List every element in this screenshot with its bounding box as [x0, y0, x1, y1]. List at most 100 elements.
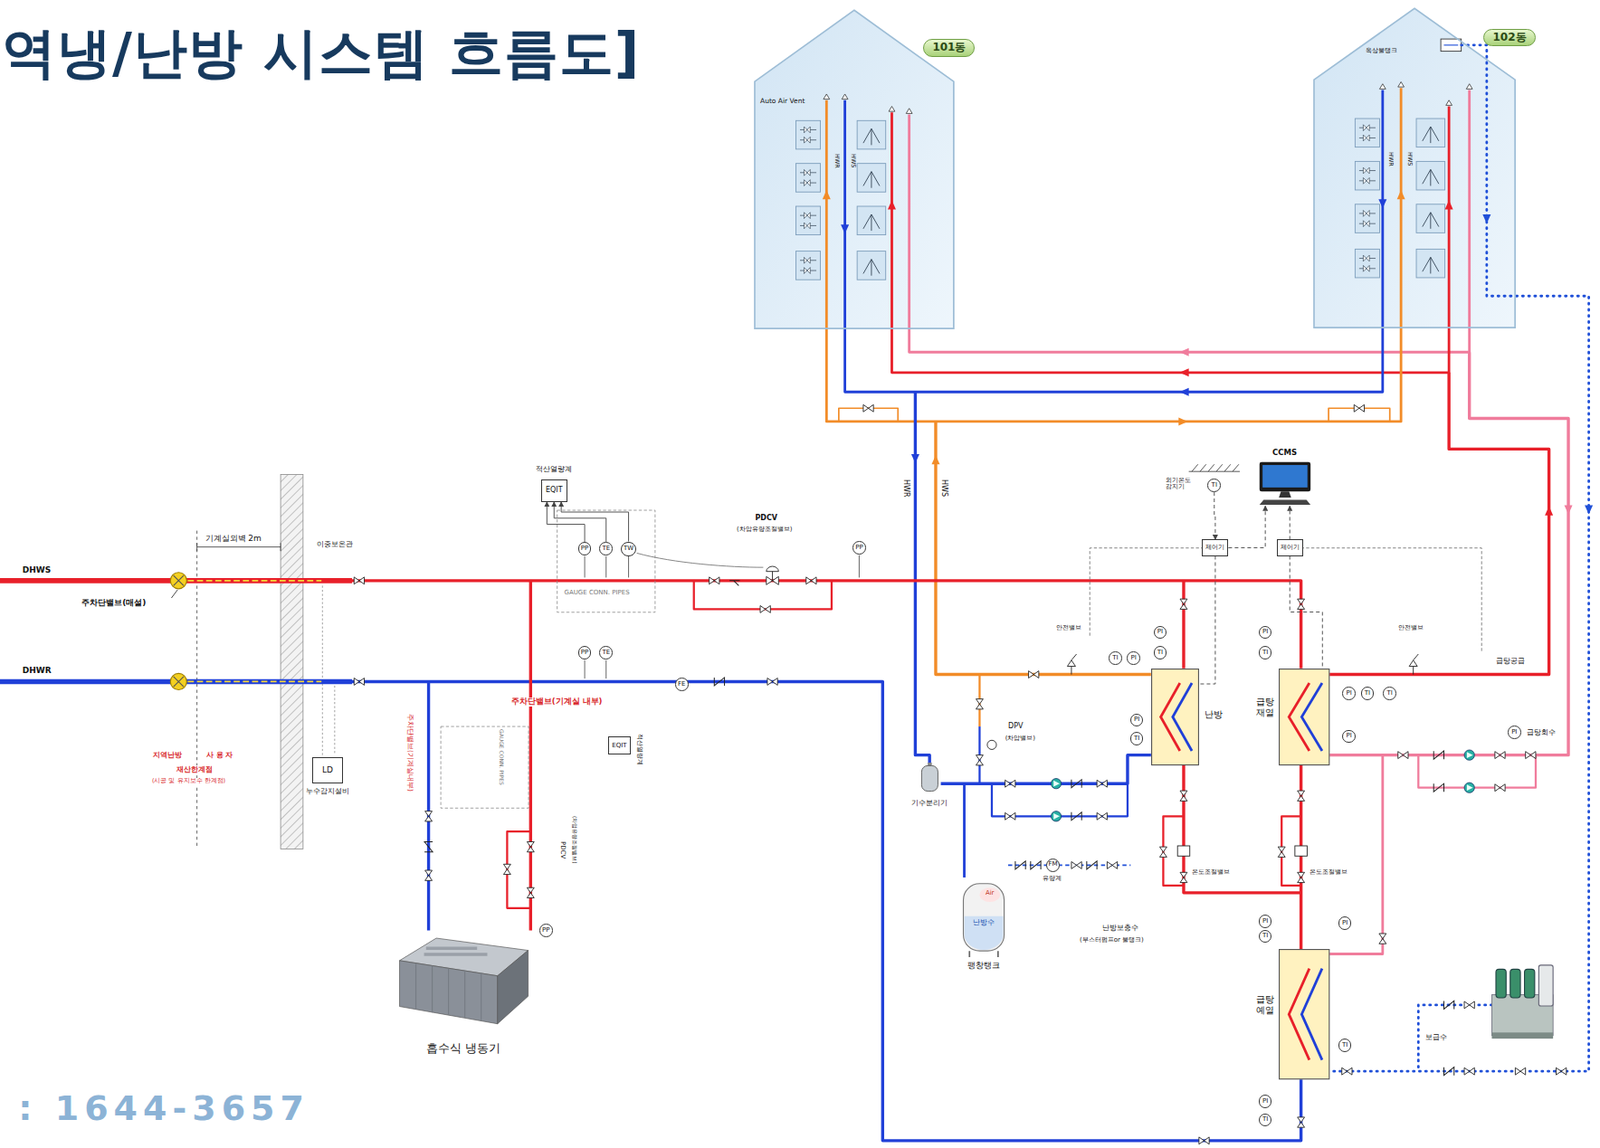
gauge-lines: [440, 464, 1240, 809]
flow-arrow: [1445, 200, 1454, 210]
building: 102동: [1314, 6, 1515, 329]
valve-symbol: [766, 566, 780, 585]
valve-symbol: [863, 404, 874, 412]
machine-room-wall: [322, 585, 335, 755]
expansion-tank-shape: [979, 887, 1000, 903]
valve-symbol: [806, 577, 817, 585]
pipe: [935, 421, 1152, 676]
gauge-lines: [1189, 464, 1240, 472]
heat-exchanger: 난방: [1151, 668, 1200, 766]
instrument-circle: TI: [1153, 646, 1168, 660]
instrument-circle: PP: [852, 541, 867, 555]
node-text: TI: [1262, 933, 1268, 940]
pipe: [694, 580, 832, 610]
valve-symbol: [1159, 847, 1167, 858]
instrument-circle: PI: [1126, 651, 1141, 666]
valve-symbol: [841, 94, 848, 100]
valve-symbol: [1464, 750, 1475, 761]
booster-pump-set: [1510, 969, 1521, 999]
instrument-circle: PI: [1258, 1095, 1273, 1109]
pipe: [1301, 548, 1483, 654]
instrument-circle: PI: [1258, 914, 1273, 929]
node-text: 제어기: [1205, 544, 1225, 552]
valve-symbol: [1180, 872, 1188, 883]
valve-symbol: [353, 678, 364, 686]
expansion-tank-shape: [969, 951, 999, 958]
valve-symbol: [1297, 1117, 1305, 1128]
building-body: [1314, 8, 1515, 329]
node-caption: 102동: [1483, 28, 1535, 48]
dimension-label: 기계실외벽 2m: [204, 533, 263, 543]
flow-arrow: [1397, 190, 1406, 200]
node-text: FM: [1048, 861, 1058, 868]
building-shape: [1314, 6, 1515, 329]
expansion-tank: Air난방수팽창탱크: [959, 877, 1009, 958]
node-text: PI: [1262, 1098, 1268, 1105]
node-text: TE: [601, 649, 610, 657]
pipe: [506, 831, 531, 909]
valve-symbol: [1180, 599, 1188, 610]
valve-symbol: [1028, 671, 1039, 679]
node-text: TI: [1262, 649, 1268, 657]
valve-symbol: [170, 572, 187, 590]
node-text: TI: [1387, 690, 1393, 697]
valve-symbol: [1277, 847, 1286, 858]
node-caption: 적산열량계: [635, 733, 642, 766]
valve-symbol: [425, 870, 433, 881]
heat-exchanger-shape: [1288, 968, 1310, 1060]
node-text: TI: [1364, 690, 1371, 697]
valve-symbol: [888, 106, 896, 113]
node-caption: 난방수: [972, 918, 995, 927]
annotation-label: 주차단밸브(매설): [81, 598, 146, 608]
node-text: 제어기: [1280, 544, 1300, 552]
valve-symbol: [976, 755, 984, 766]
heat-exchanger-shape: [1278, 668, 1330, 766]
node-caption: 101동: [923, 38, 975, 58]
valve-symbol: [1066, 654, 1077, 676]
control-signal-line: [1289, 505, 1291, 540]
valve-symbol: [1030, 861, 1041, 870]
flow-arrow: [1584, 504, 1593, 515]
node-text: TI: [1133, 735, 1140, 743]
node-caption: 팽창탱크: [967, 961, 1000, 971]
node-text: TW: [623, 545, 634, 553]
pipe: [845, 89, 1383, 392]
valve-symbol: [1295, 846, 1308, 857]
valve-symbol: [526, 841, 534, 852]
pipe: [1089, 548, 1204, 639]
heat-exchanger-shape: [1151, 668, 1200, 766]
valve-symbol: [1353, 404, 1364, 412]
pipe: [1329, 755, 1383, 955]
pipe: [1328, 408, 1391, 422]
valve-symbol: [729, 580, 740, 587]
node-caption: Air: [985, 889, 995, 897]
valve-symbol: [1433, 751, 1444, 760]
valve-symbol: [1071, 812, 1082, 821]
valve-symbol: [425, 811, 433, 822]
valve-symbol: [709, 577, 720, 585]
valve-symbol: [1050, 779, 1061, 790]
steam-separator: 기수분리기: [918, 762, 942, 794]
annotation-label: PDCV: [559, 841, 567, 859]
heat-exchanger-shape: [1278, 949, 1330, 1080]
flow-arrow: [911, 454, 920, 464]
pipe-tag: HWR: [902, 479, 911, 497]
node-text: TI: [1157, 649, 1163, 657]
instrument-circle: PP: [539, 923, 553, 938]
node-caption: 난방: [1204, 709, 1223, 721]
valve-symbol: [1495, 784, 1505, 792]
valve-symbol: [1495, 752, 1505, 760]
heat-exchanger-shape: [1172, 683, 1192, 752]
valve-symbol: [526, 887, 534, 898]
steam-separator-shape: [918, 762, 942, 794]
valve-symbol: [1005, 812, 1016, 820]
valve-symbol: [1106, 861, 1117, 869]
steam-separator-shape: [921, 766, 938, 792]
instrument-circle: TI: [1258, 930, 1273, 944]
flow-arrow: [1564, 504, 1573, 515]
pipe: [427, 681, 430, 931]
ccms-computer-shape: [1258, 462, 1310, 493]
annotation-label: 급탕공급: [1495, 657, 1525, 666]
booster-pump-set: [1538, 965, 1553, 1007]
